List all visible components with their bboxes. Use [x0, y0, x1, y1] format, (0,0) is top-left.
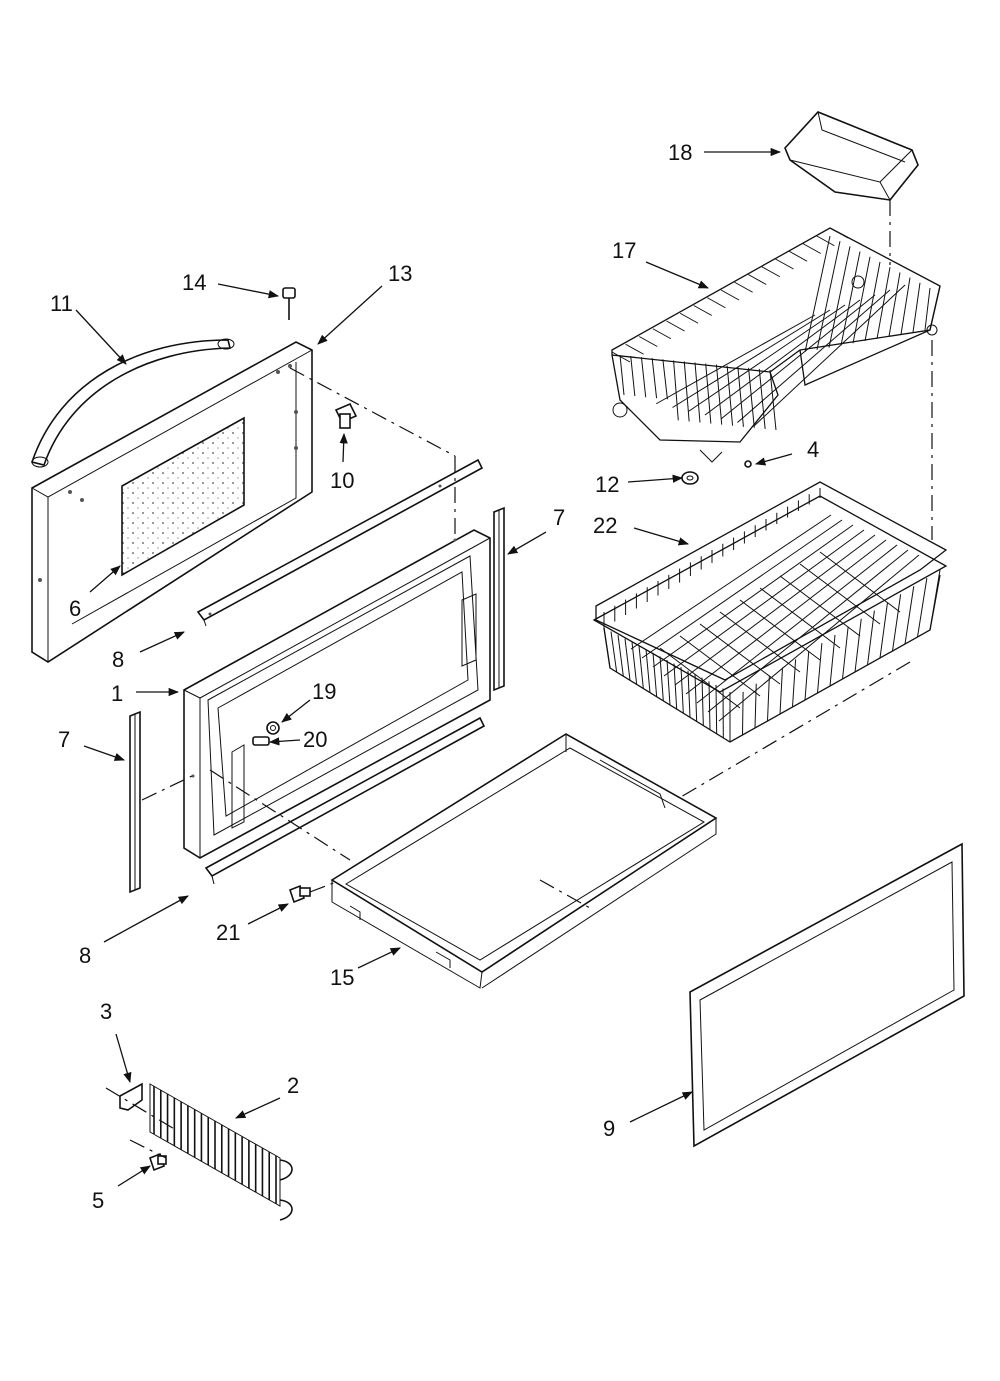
part-22-lower-basket: [592, 481, 948, 743]
callout-5: 5: [92, 1188, 104, 1213]
callout-3: 3: [100, 999, 112, 1024]
part-1-inner-door: [183, 529, 491, 859]
alignment-line-3: [105, 1087, 177, 1131]
callout-8-lower: 8: [79, 943, 91, 968]
part-3-clip: [119, 1082, 143, 1111]
part-12-nut: [681, 471, 699, 485]
callout-20: 20: [303, 727, 327, 752]
leader-lines: [75, 147, 793, 1187]
part-7-left-strip: [129, 710, 141, 894]
alignment-line-20: [209, 769, 351, 861]
part-14-screw: [282, 287, 296, 320]
part-17-upper-basket: [611, 227, 941, 463]
alignment-line-7: [141, 775, 193, 801]
callout-22: 22: [593, 513, 617, 538]
callout-10: 10: [330, 468, 354, 493]
part-2-divider: [149, 1083, 293, 1221]
callout-8-upper: 8: [112, 647, 124, 672]
part-9-gasket: [689, 842, 965, 1148]
callout-2: 2: [287, 1073, 299, 1098]
part-10-screw: [334, 402, 358, 429]
callout-13: 13: [388, 261, 412, 286]
alignment-line-22: [539, 661, 911, 881]
callout-12: 12: [595, 472, 619, 497]
part-8-upper-rail: [196, 458, 484, 627]
callout-4: 4: [807, 437, 819, 462]
part-19-nut: [266, 721, 280, 735]
callout-19: 19: [312, 679, 336, 704]
part-11-handle: [30, 338, 235, 468]
callout-15: 15: [330, 965, 354, 990]
part-6-insulation-panel: [121, 416, 245, 577]
alignment-line-21: [309, 881, 337, 893]
callout-6: 6: [69, 596, 81, 621]
alignment-line-13: [289, 367, 456, 457]
callout-9: 9: [603, 1116, 615, 1141]
callout-11: 11: [50, 291, 73, 316]
callout-14: 14: [182, 270, 206, 295]
callout-17: 17: [612, 238, 636, 263]
part-18-bin: [784, 111, 919, 201]
alignment-line-15: [539, 879, 591, 909]
part-7-right-strip: [493, 506, 505, 692]
alignment-line-5: [129, 1139, 167, 1159]
part-15-slide-frame: [330, 733, 718, 989]
callout-18: 18: [668, 140, 692, 165]
part-21-screw: [289, 884, 311, 904]
callout-7-left: 7: [58, 727, 70, 752]
callout-labels: 18 17 14 13 11 10 4 12 22 7 6 8 1 19 20 …: [50, 140, 819, 1213]
part-20-stud: [252, 736, 270, 746]
callout-21: 21: [216, 920, 240, 945]
callout-7-right: 7: [553, 505, 565, 530]
part-4-washer: [744, 460, 752, 468]
callout-1: 1: [111, 681, 123, 706]
part-8-lower-rail: [204, 716, 486, 885]
